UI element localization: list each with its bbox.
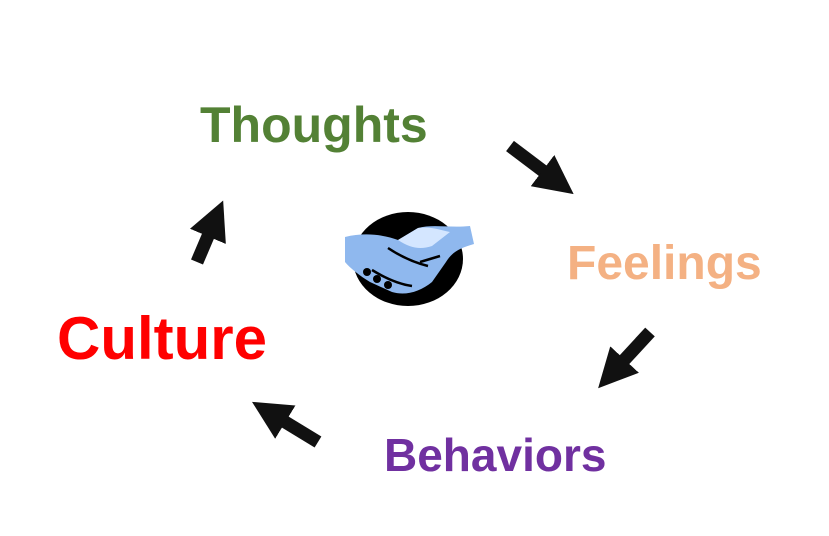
arrow-behaviors-to-culture: [252, 401, 322, 448]
node-feelings: Feelings: [567, 237, 762, 290]
node-thoughts: Thoughts: [200, 97, 428, 153]
node-culture: Culture: [57, 305, 267, 372]
arrow-feelings-to-behaviors: [598, 327, 655, 389]
handshake-icon: [345, 212, 474, 306]
node-behaviors: Behaviors: [384, 429, 607, 481]
arrow-culture-to-thoughts: [189, 200, 226, 265]
arrow-thoughts-to-feelings: [506, 140, 574, 195]
